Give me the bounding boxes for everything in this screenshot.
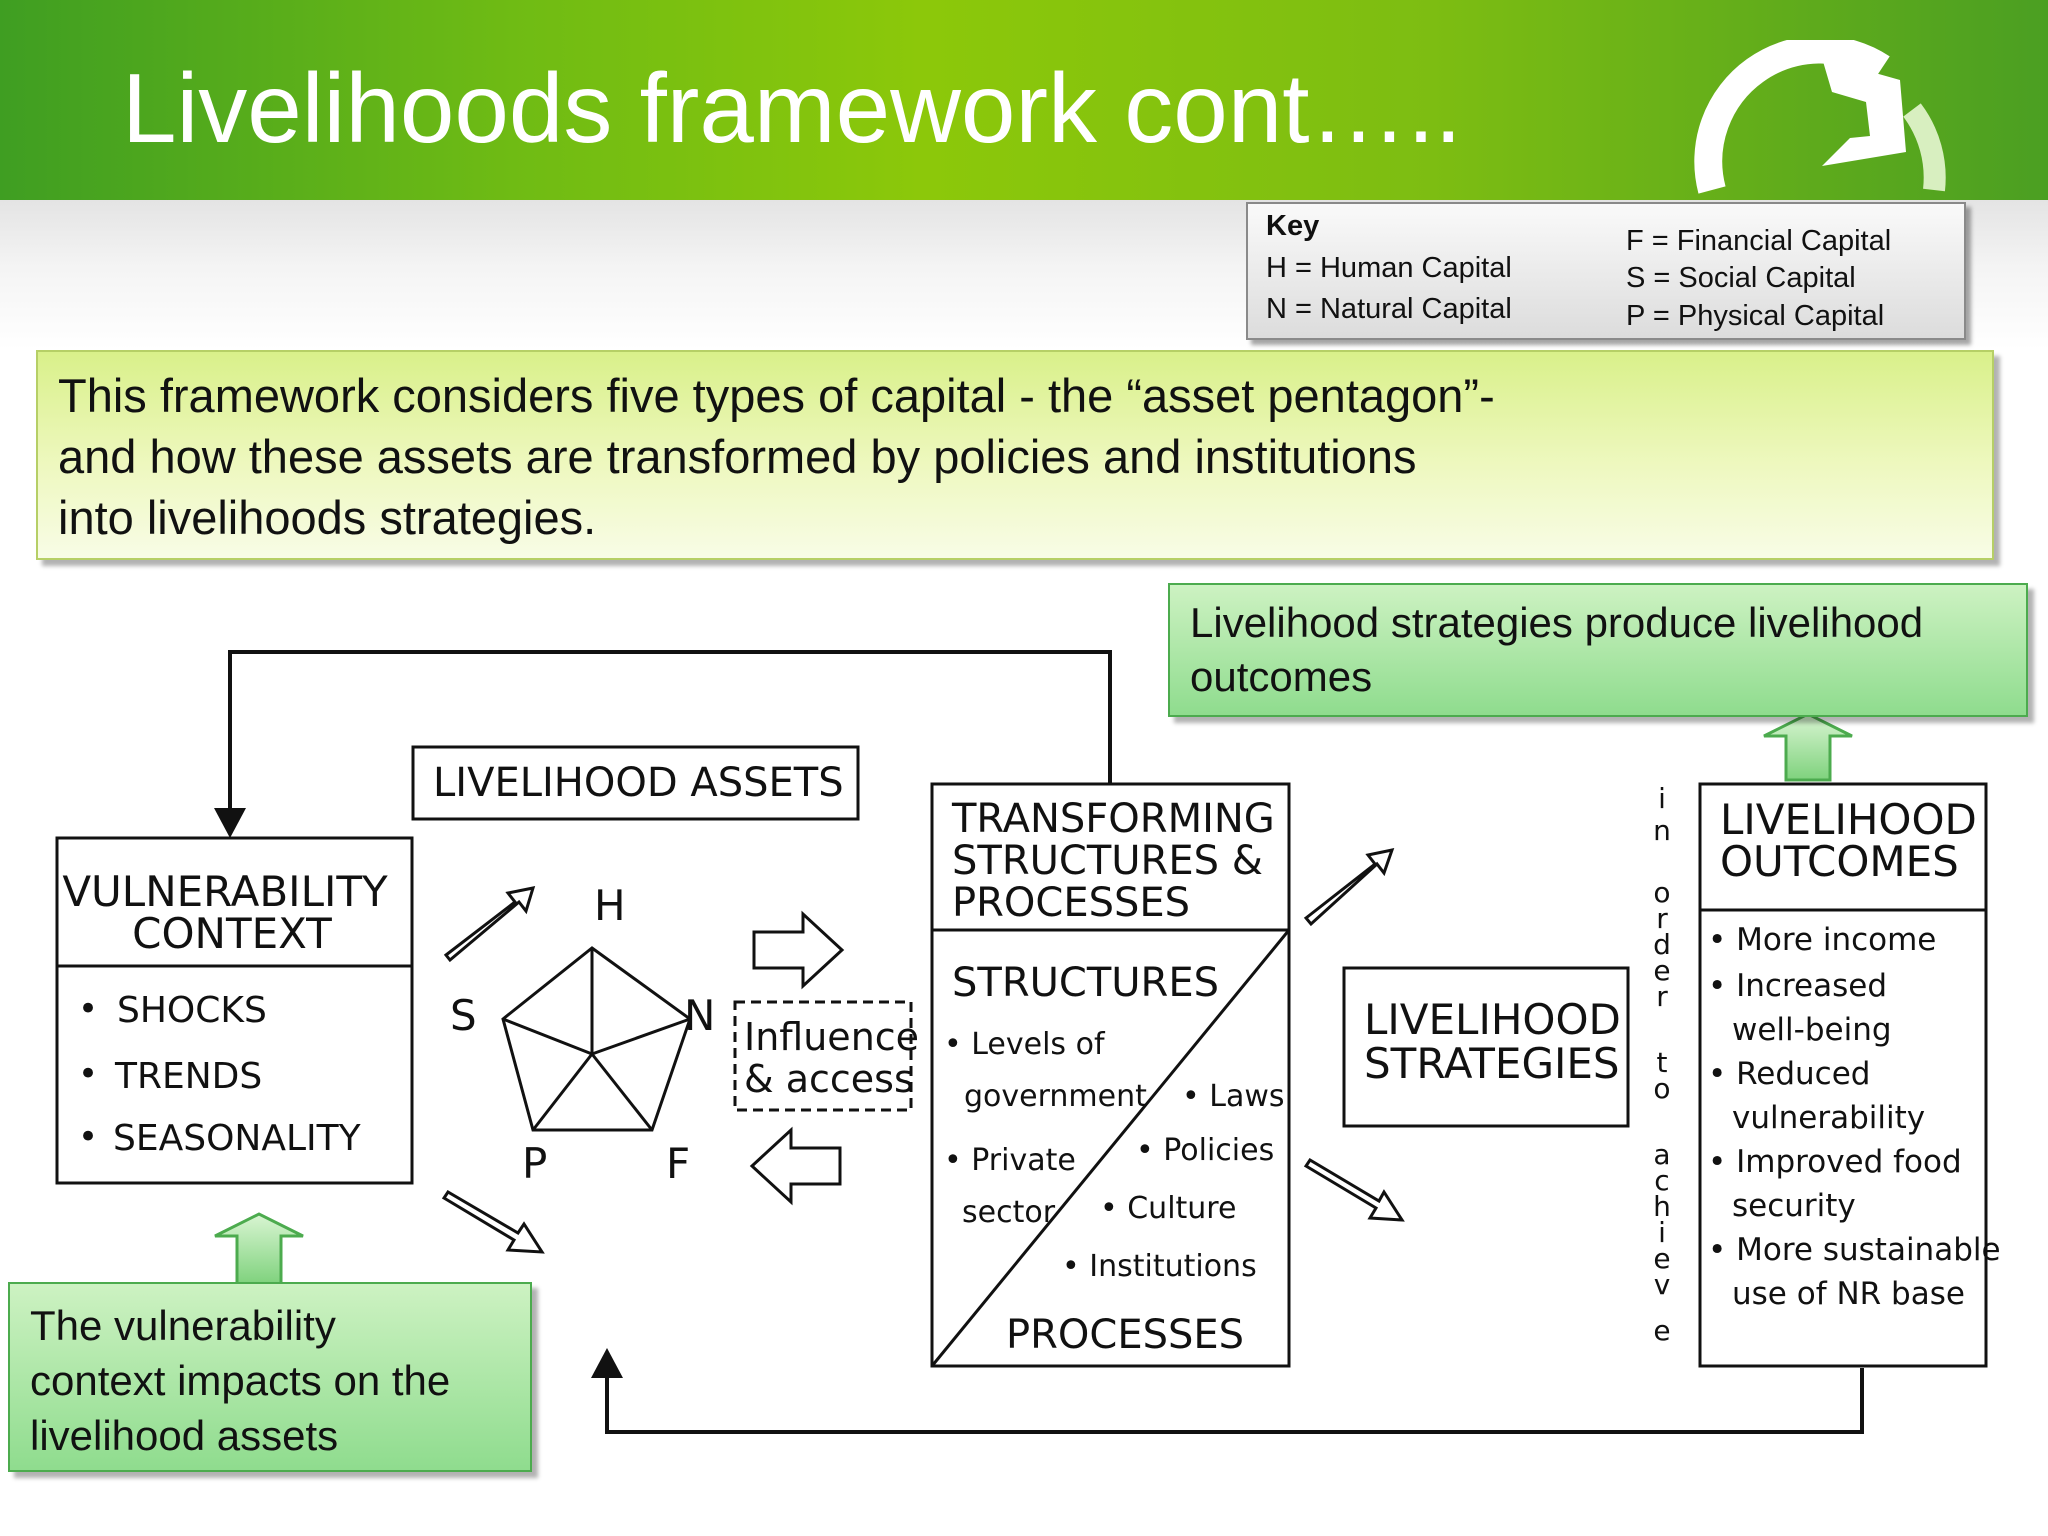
vulnerability-callout-line-2: context impacts on the (30, 1357, 451, 1404)
outcomes-title-2: OUTCOMES (1720, 837, 1959, 886)
hollow-arrow-down-right-2 (1303, 1157, 1405, 1222)
bullet-dot: • (78, 1117, 98, 1157)
hollow-arrow-up-right-2 (1303, 847, 1395, 927)
key-box: Key H = Human Capital N = Natural Capita… (1246, 202, 1966, 340)
transforming-title-3: PROCESSES (952, 880, 1190, 926)
letter: n (1653, 814, 1671, 847)
outcomes-item-2: • Increased (1708, 968, 1887, 1004)
letter: i (1658, 1216, 1666, 1249)
outcomes-item-4: • Reduced (1708, 1056, 1870, 1092)
pentagon-label-h: H (594, 881, 626, 930)
hollow-arrow-down-right (441, 1189, 545, 1254)
structures-item-1: • Levels of (944, 1027, 1106, 1062)
in-order-to-achieve-label: i n o r d e r t o a c h i e v e (1653, 782, 1671, 1347)
outcomes-title-1: LIVELIHOOD (1720, 795, 1977, 844)
livelihood-assets-box: LIVELIHOOD ASSETS (411, 745, 860, 821)
processes-item-3: • Culture (1100, 1191, 1236, 1226)
processes-item-1: • Laws (1182, 1079, 1285, 1114)
vulnerability-item-seasonality: SEASONALITY (113, 1118, 362, 1159)
influence-line-2: & access (744, 1057, 914, 1101)
transforming-title-1: TRANSFORMING (951, 796, 1275, 842)
key-physical: P = Physical Capital (1626, 300, 1885, 332)
hollow-arrow-right (752, 910, 845, 990)
influence-access-box: Influence & access (733, 1000, 919, 1112)
feedback-top-arrow (214, 650, 1112, 838)
letter: e (1653, 1242, 1670, 1275)
influence-line-1: Influence (744, 1015, 919, 1059)
letter: a (1653, 1138, 1670, 1171)
processes-item-2: • Policies (1136, 1133, 1274, 1168)
strategies-callout-line-2: outcomes (1190, 653, 1373, 700)
bullet-dot: • (78, 1054, 98, 1094)
vulnerability-callout-line-1: The vulnerability (30, 1302, 336, 1349)
bullet-dot: • (78, 989, 98, 1029)
structures-item-3: • Private (944, 1143, 1076, 1178)
letter: t (1657, 1046, 1668, 1079)
feedback-bottom-arrow (591, 1348, 1864, 1434)
vulnerability-context-box: VULNERABILITY CONTEXT • SHOCKS • TRENDS … (55, 836, 414, 1185)
intro-box: This framework considers five types of c… (36, 350, 1994, 560)
strategies-title-2: STRATEGIES (1364, 1039, 1620, 1088)
transforming-title-2: STRUCTURES & (952, 838, 1263, 884)
letter: r (1656, 980, 1668, 1013)
strategies-title-1: LIVELIHOOD (1364, 995, 1621, 1044)
vulnerability-item-shocks: SHOCKS (117, 990, 267, 1031)
outcomes-item-8: • More sustainable (1708, 1232, 2001, 1268)
letter: e (1653, 954, 1670, 987)
key-natural: N = Natural Capital (1266, 293, 1512, 325)
strategies-callout-line-1: Livelihood strategies produce livelihood (1190, 599, 1924, 646)
outcomes-item-6: • Improved food (1708, 1144, 1962, 1180)
vulnerability-item-trends: TRENDS (114, 1056, 262, 1097)
asset-pentagon: H N S P F (450, 881, 715, 1188)
pentagon-label-s: S (450, 991, 477, 1040)
letter: o (1653, 876, 1670, 909)
key-social: S = Social Capital (1626, 262, 1856, 294)
outcomes-item-5: vulnerability (1732, 1100, 1925, 1136)
key-human: H = Human Capital (1266, 252, 1512, 284)
vulnerability-title-2: CONTEXT (132, 909, 332, 958)
letter: i (1658, 782, 1666, 815)
letter: e (1653, 1314, 1670, 1347)
letter: d (1653, 928, 1671, 961)
processes-item-4: • Institutions (1062, 1249, 1257, 1284)
pentagon-label-p: P (522, 1139, 547, 1188)
letter: v (1654, 1268, 1671, 1301)
outcomes-item-3: well-being (1732, 1012, 1892, 1048)
key-financial: F = Financial Capital (1626, 225, 1892, 257)
processes-label: PROCESSES (1006, 1312, 1244, 1358)
letter: h (1653, 1190, 1671, 1223)
key-heading: Key (1266, 210, 1320, 242)
structures-item-4: sector (962, 1195, 1056, 1230)
hollow-arrow-left (749, 1126, 842, 1206)
letter: c (1654, 1164, 1669, 1197)
strategies-callout: Livelihood strategies produce livelihood… (1168, 583, 2028, 717)
outcomes-item-9: use of NR base (1732, 1276, 1965, 1312)
structures-label: STRUCTURES (952, 960, 1219, 1006)
letter: o (1653, 1072, 1670, 1105)
vulnerability-callout-line-3: livelihood assets (30, 1412, 339, 1459)
livelihood-outcomes-box: LIVELIHOOD OUTCOMES • More income • Incr… (1698, 782, 2001, 1368)
vulnerability-title-1: VULNERABILITY (62, 867, 388, 916)
logo-icon (1694, 40, 1946, 194)
green-arrow-up-vulnerability (214, 1212, 304, 1286)
livelihood-strategies-box: LIVELIHOOD STRATEGIES (1342, 966, 1630, 1128)
intro-line-2: and how these assets are transformed by … (58, 430, 1417, 483)
hollow-arrow-up-right (443, 886, 536, 963)
intro-line-1: This framework considers five types of c… (58, 369, 1495, 422)
transforming-structures-box: TRANSFORMING STRUCTURES & PROCESSES STRU… (930, 782, 1291, 1368)
letter: r (1656, 902, 1668, 935)
outcomes-item-7: security (1732, 1188, 1856, 1224)
pentagon-label-n: N (684, 991, 715, 1040)
livelihood-assets-title: LIVELIHOOD ASSETS (433, 760, 844, 806)
structures-item-2: government (964, 1079, 1147, 1114)
green-arrow-up-outcomes (1763, 712, 1853, 782)
vulnerability-callout: The vulnerability context impacts on the… (8, 1282, 532, 1472)
slide-title: Livelihoods framework cont….. (122, 53, 1462, 163)
outcomes-item-1: • More income (1708, 922, 1936, 958)
pentagon-label-f: F (666, 1139, 690, 1188)
intro-line-3: into livelihoods strategies. (58, 491, 597, 544)
